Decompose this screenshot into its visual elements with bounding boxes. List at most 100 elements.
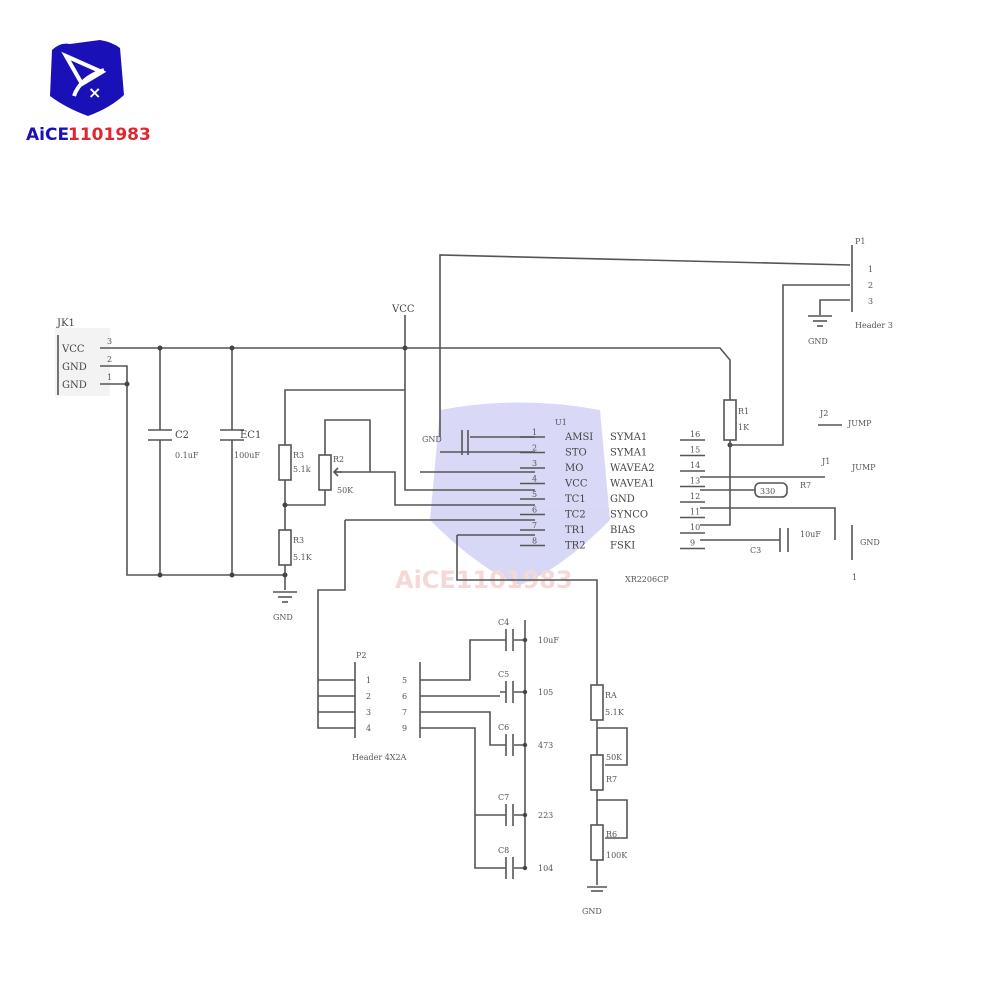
u1-pin-name: SYMA1 bbox=[610, 432, 647, 443]
resistor-r3: R3 5.1k bbox=[278, 444, 311, 481]
c3-value: 10uF bbox=[800, 530, 821, 539]
c3-gnd-label: GND bbox=[860, 538, 880, 547]
u1-pin-num: 4 bbox=[532, 475, 537, 484]
pot1-value: 50K bbox=[606, 753, 623, 762]
brand-logo: × AiCE 1101983 bbox=[26, 40, 151, 145]
jk1-pin-gnd: GND bbox=[62, 380, 87, 391]
resistor-ra: RA 5.1K bbox=[590, 684, 625, 721]
p2-name: Header 4X2A bbox=[352, 753, 407, 762]
cap-ref: C5 bbox=[498, 670, 509, 679]
jk1-pin-gnd: GND bbox=[62, 362, 87, 373]
cap-ref: C8 bbox=[498, 846, 509, 855]
jk1-pin-num: 3 bbox=[107, 337, 112, 346]
p2-pin: 3 bbox=[366, 708, 371, 717]
u1-pin-name: FSKI bbox=[610, 541, 635, 552]
pot2-value: 100K bbox=[606, 851, 628, 860]
r1-ref: R1 bbox=[738, 407, 749, 416]
cap-value: 223 bbox=[538, 811, 553, 820]
c2-ref: C2 bbox=[175, 430, 189, 441]
cap-value: 105 bbox=[538, 688, 553, 697]
u1-pin-num: 14 bbox=[690, 461, 700, 470]
c2-value: 0.1uF bbox=[175, 451, 199, 460]
capacitor-c7: C7 223 bbox=[498, 793, 553, 826]
jumper-j2: J2 JUMP bbox=[818, 409, 872, 428]
c3-pin: 1 bbox=[852, 573, 857, 582]
resistor-r7: 330 R7 bbox=[754, 481, 811, 498]
r2-value: 50K bbox=[337, 486, 354, 495]
gnd-label: GND bbox=[582, 907, 602, 916]
p2-pin: 7 bbox=[402, 708, 407, 717]
u1-pin-num: 5 bbox=[532, 490, 537, 499]
u1-pin-name: WAVEA2 bbox=[610, 463, 655, 474]
potentiometer-50k: 50K R7 bbox=[590, 753, 623, 791]
u1-pin-num: 8 bbox=[532, 537, 537, 546]
u1-pin-name: SYMA1 bbox=[610, 448, 647, 459]
resistor-r5: R3 5.1K bbox=[278, 529, 313, 566]
j2-value: JUMP bbox=[847, 419, 872, 428]
p2-pin: 1 bbox=[366, 676, 371, 685]
u1-gnd-label: GND bbox=[422, 435, 442, 444]
u1-pin-num: 12 bbox=[690, 492, 700, 501]
jk1-pin-num: 2 bbox=[107, 355, 112, 364]
p2-pin: 5 bbox=[402, 676, 407, 685]
logo-text-red: 1101983 bbox=[68, 125, 151, 145]
potentiometer-100k: R6 100K bbox=[590, 824, 628, 861]
r3-value: 5.1k bbox=[293, 465, 311, 474]
ec1-value: 100uF bbox=[234, 451, 260, 460]
resistor-r1: R1 1K bbox=[723, 399, 750, 441]
p1-pin: 3 bbox=[868, 297, 873, 306]
u1-pin-name: SYNCO bbox=[610, 510, 648, 521]
ground-symbol: GND bbox=[808, 315, 832, 346]
capacitor-ec1: EC1 100uF bbox=[220, 429, 261, 460]
u1-pin-name: VCC bbox=[564, 479, 588, 490]
ra-value: 5.1K bbox=[605, 708, 625, 717]
cap-value: 104 bbox=[538, 864, 553, 873]
u1-pin-num: 9 bbox=[690, 539, 695, 548]
capacitor-c4: C4 10uF bbox=[498, 618, 559, 651]
jk1-ref: JK1 bbox=[56, 318, 75, 329]
cap-ref: C4 bbox=[498, 618, 509, 627]
header-p1: P1 1 2 3 Header 3 bbox=[851, 237, 893, 330]
capacitor-c6: C6 473 bbox=[498, 723, 553, 756]
jk1-pin-num: 1 bbox=[107, 373, 112, 382]
ra-ref: RA bbox=[605, 691, 617, 700]
vcc-label: VCC bbox=[391, 304, 415, 315]
p2-pin: 2 bbox=[366, 692, 371, 701]
cap-value: 473 bbox=[538, 741, 553, 750]
j1-value: JUMP bbox=[851, 463, 876, 472]
r5-ref: R3 bbox=[293, 536, 304, 545]
cap-ref: C6 bbox=[498, 723, 509, 732]
r5-value: 5.1K bbox=[293, 553, 313, 562]
u1-pin-num: 2 bbox=[532, 444, 537, 453]
u1-pin-name: TR2 bbox=[565, 541, 586, 552]
u1-ref: U1 bbox=[555, 418, 567, 427]
pot2-ref: R6 bbox=[606, 830, 617, 839]
capacitor-c8: C8 104 bbox=[498, 846, 553, 879]
p1-pin: 2 bbox=[868, 281, 873, 290]
cap-value: 10uF bbox=[538, 636, 559, 645]
p2-pin: 6 bbox=[402, 692, 407, 701]
u1-pin-num: 10 bbox=[690, 523, 700, 532]
svg-text:×: × bbox=[88, 83, 101, 102]
cap-ref: C7 bbox=[498, 793, 509, 802]
jk1-pin-vcc: VCC bbox=[61, 344, 85, 355]
ec1-ref: EC1 bbox=[240, 430, 261, 441]
junction-dots bbox=[124, 345, 733, 578]
capacitor-c5: C5 105 bbox=[498, 670, 553, 703]
capacitor-c2: C2 0.1uF bbox=[148, 429, 199, 460]
u1-pin-num: 15 bbox=[690, 446, 700, 455]
c3-ref: C3 bbox=[750, 546, 761, 555]
p1-ref: P1 bbox=[855, 237, 865, 246]
u1-pin-num: 11 bbox=[690, 508, 700, 517]
p2-pin: 9 bbox=[402, 724, 407, 733]
gnd-label: GND bbox=[808, 337, 828, 346]
capacitor-c3: C3 10uF GND 1 bbox=[700, 525, 880, 582]
potentiometer-r2: R2 50K bbox=[318, 454, 354, 495]
u1-pin-name: AMSI bbox=[564, 432, 593, 443]
logo-text-blue: AiCE bbox=[26, 125, 69, 145]
r1-value: 1K bbox=[738, 423, 750, 432]
p2-ref: P2 bbox=[356, 651, 366, 660]
